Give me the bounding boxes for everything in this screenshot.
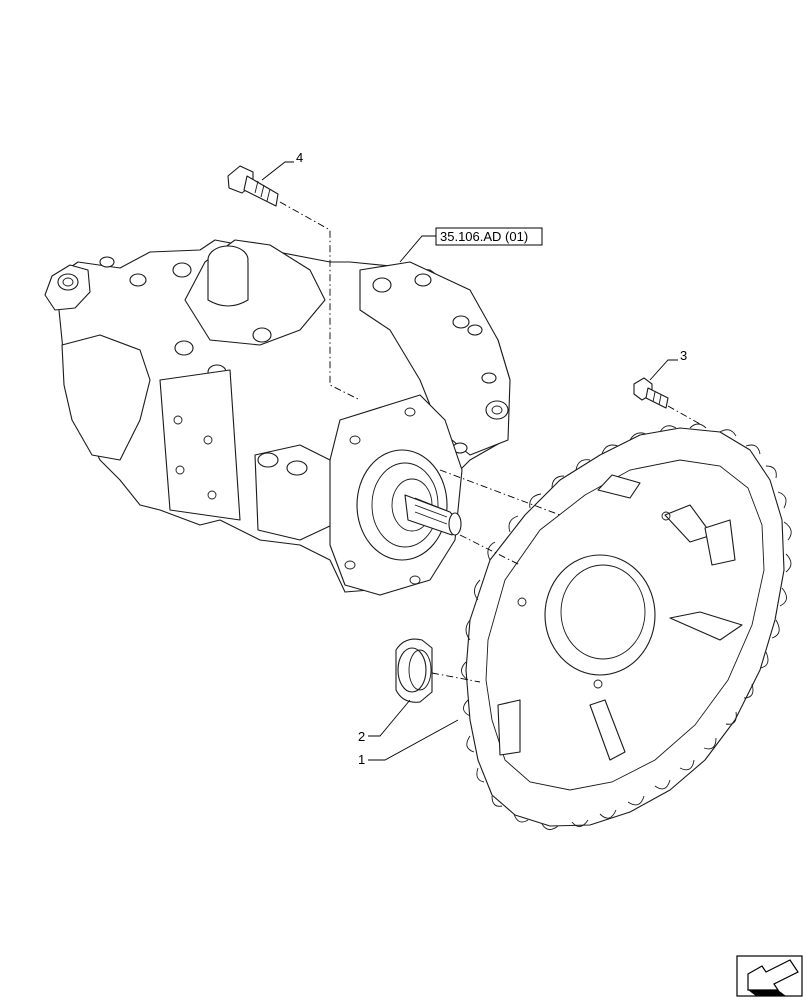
flange-housing — [461, 423, 792, 830]
callout-4: 4 — [261, 150, 303, 181]
svg-text:4: 4 — [296, 150, 303, 165]
previous-page-arrow-icon[interactable] — [736, 955, 803, 997]
bolt — [633, 377, 669, 409]
svg-text:1: 1 — [358, 752, 365, 767]
svg-text:35.106.AD (01): 35.106.AD (01) — [440, 229, 528, 244]
callout-3: 3 — [649, 348, 687, 381]
bolt — [227, 165, 279, 207]
callout-2: 2 — [358, 699, 411, 744]
svg-text:2: 2 — [358, 729, 365, 744]
plug — [395, 638, 433, 703]
callout-1: 1 — [358, 719, 459, 767]
hydraulic-pump-assembly — [44, 239, 511, 596]
svg-text:3: 3 — [680, 348, 687, 363]
reference-label[interactable]: 35.106.AD (01) — [399, 227, 543, 263]
assembly-lines — [279, 201, 701, 683]
